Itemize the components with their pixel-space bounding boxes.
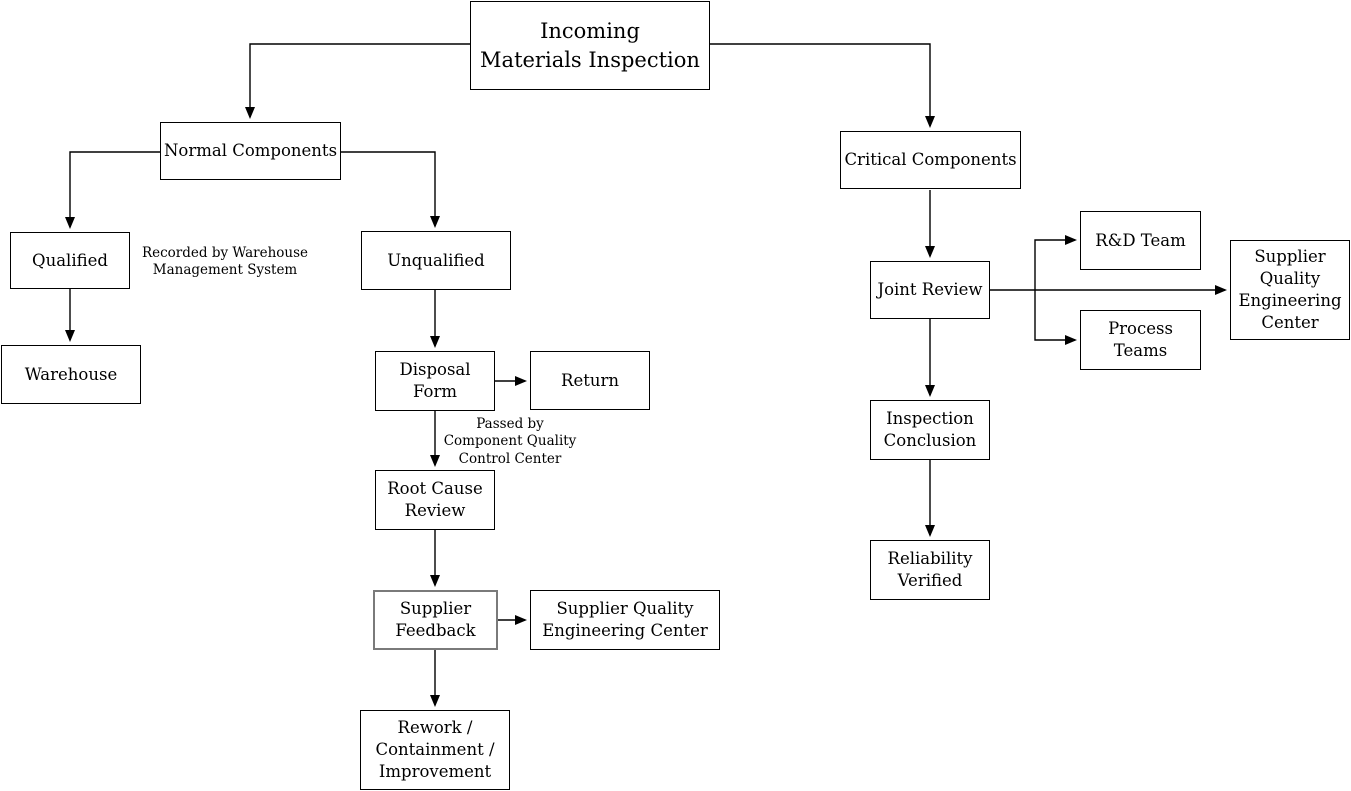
node-supplier-feedback: Supplier Feedback <box>373 590 498 650</box>
node-incoming-materials-inspection: Incoming Materials Inspection <box>470 1 710 90</box>
edge-joint-to-process-teams <box>1034 290 1077 345</box>
node-process-teams: Process Teams <box>1080 310 1201 370</box>
node-joint-review: Joint Review <box>870 261 990 319</box>
node-qualified: Qualified <box>10 232 130 289</box>
annotation-recorded-by-warehouse: Recorded by Warehouse Management System <box>141 245 309 279</box>
node-root-cause-review: Root Cause Review <box>375 470 495 530</box>
node-inspection-conclusion: Inspection Conclusion <box>870 400 990 460</box>
edge-title-to-critical <box>710 43 935 128</box>
annotation-passed-by-component-quality: Passed by Component Quality Control Cent… <box>443 416 577 467</box>
node-supplier-quality-engineering-center-mid: Supplier Quality Engineering Center <box>530 590 720 650</box>
node-rework-containment-improvement: Rework / Containment / Improvement <box>360 710 510 790</box>
node-warehouse: Warehouse <box>1 345 141 404</box>
edge-joint-to-rd-team <box>1034 235 1077 290</box>
node-supplier-quality-engineering-center-right: Supplier Quality Engineering Center <box>1230 240 1350 340</box>
node-return: Return <box>530 351 650 410</box>
node-disposal-form: Disposal Form <box>375 351 495 411</box>
node-normal-components: Normal Components <box>160 122 341 180</box>
edge-normal-to-unqualified <box>341 151 440 228</box>
edge-normal-to-qualified <box>65 151 160 229</box>
node-critical-components: Critical Components <box>840 131 1021 189</box>
node-reliability-verified: Reliability Verified <box>870 540 990 600</box>
edge-title-to-normal <box>245 43 470 119</box>
node-unqualified: Unqualified <box>361 231 511 290</box>
node-rd-team: R&D Team <box>1080 211 1201 270</box>
